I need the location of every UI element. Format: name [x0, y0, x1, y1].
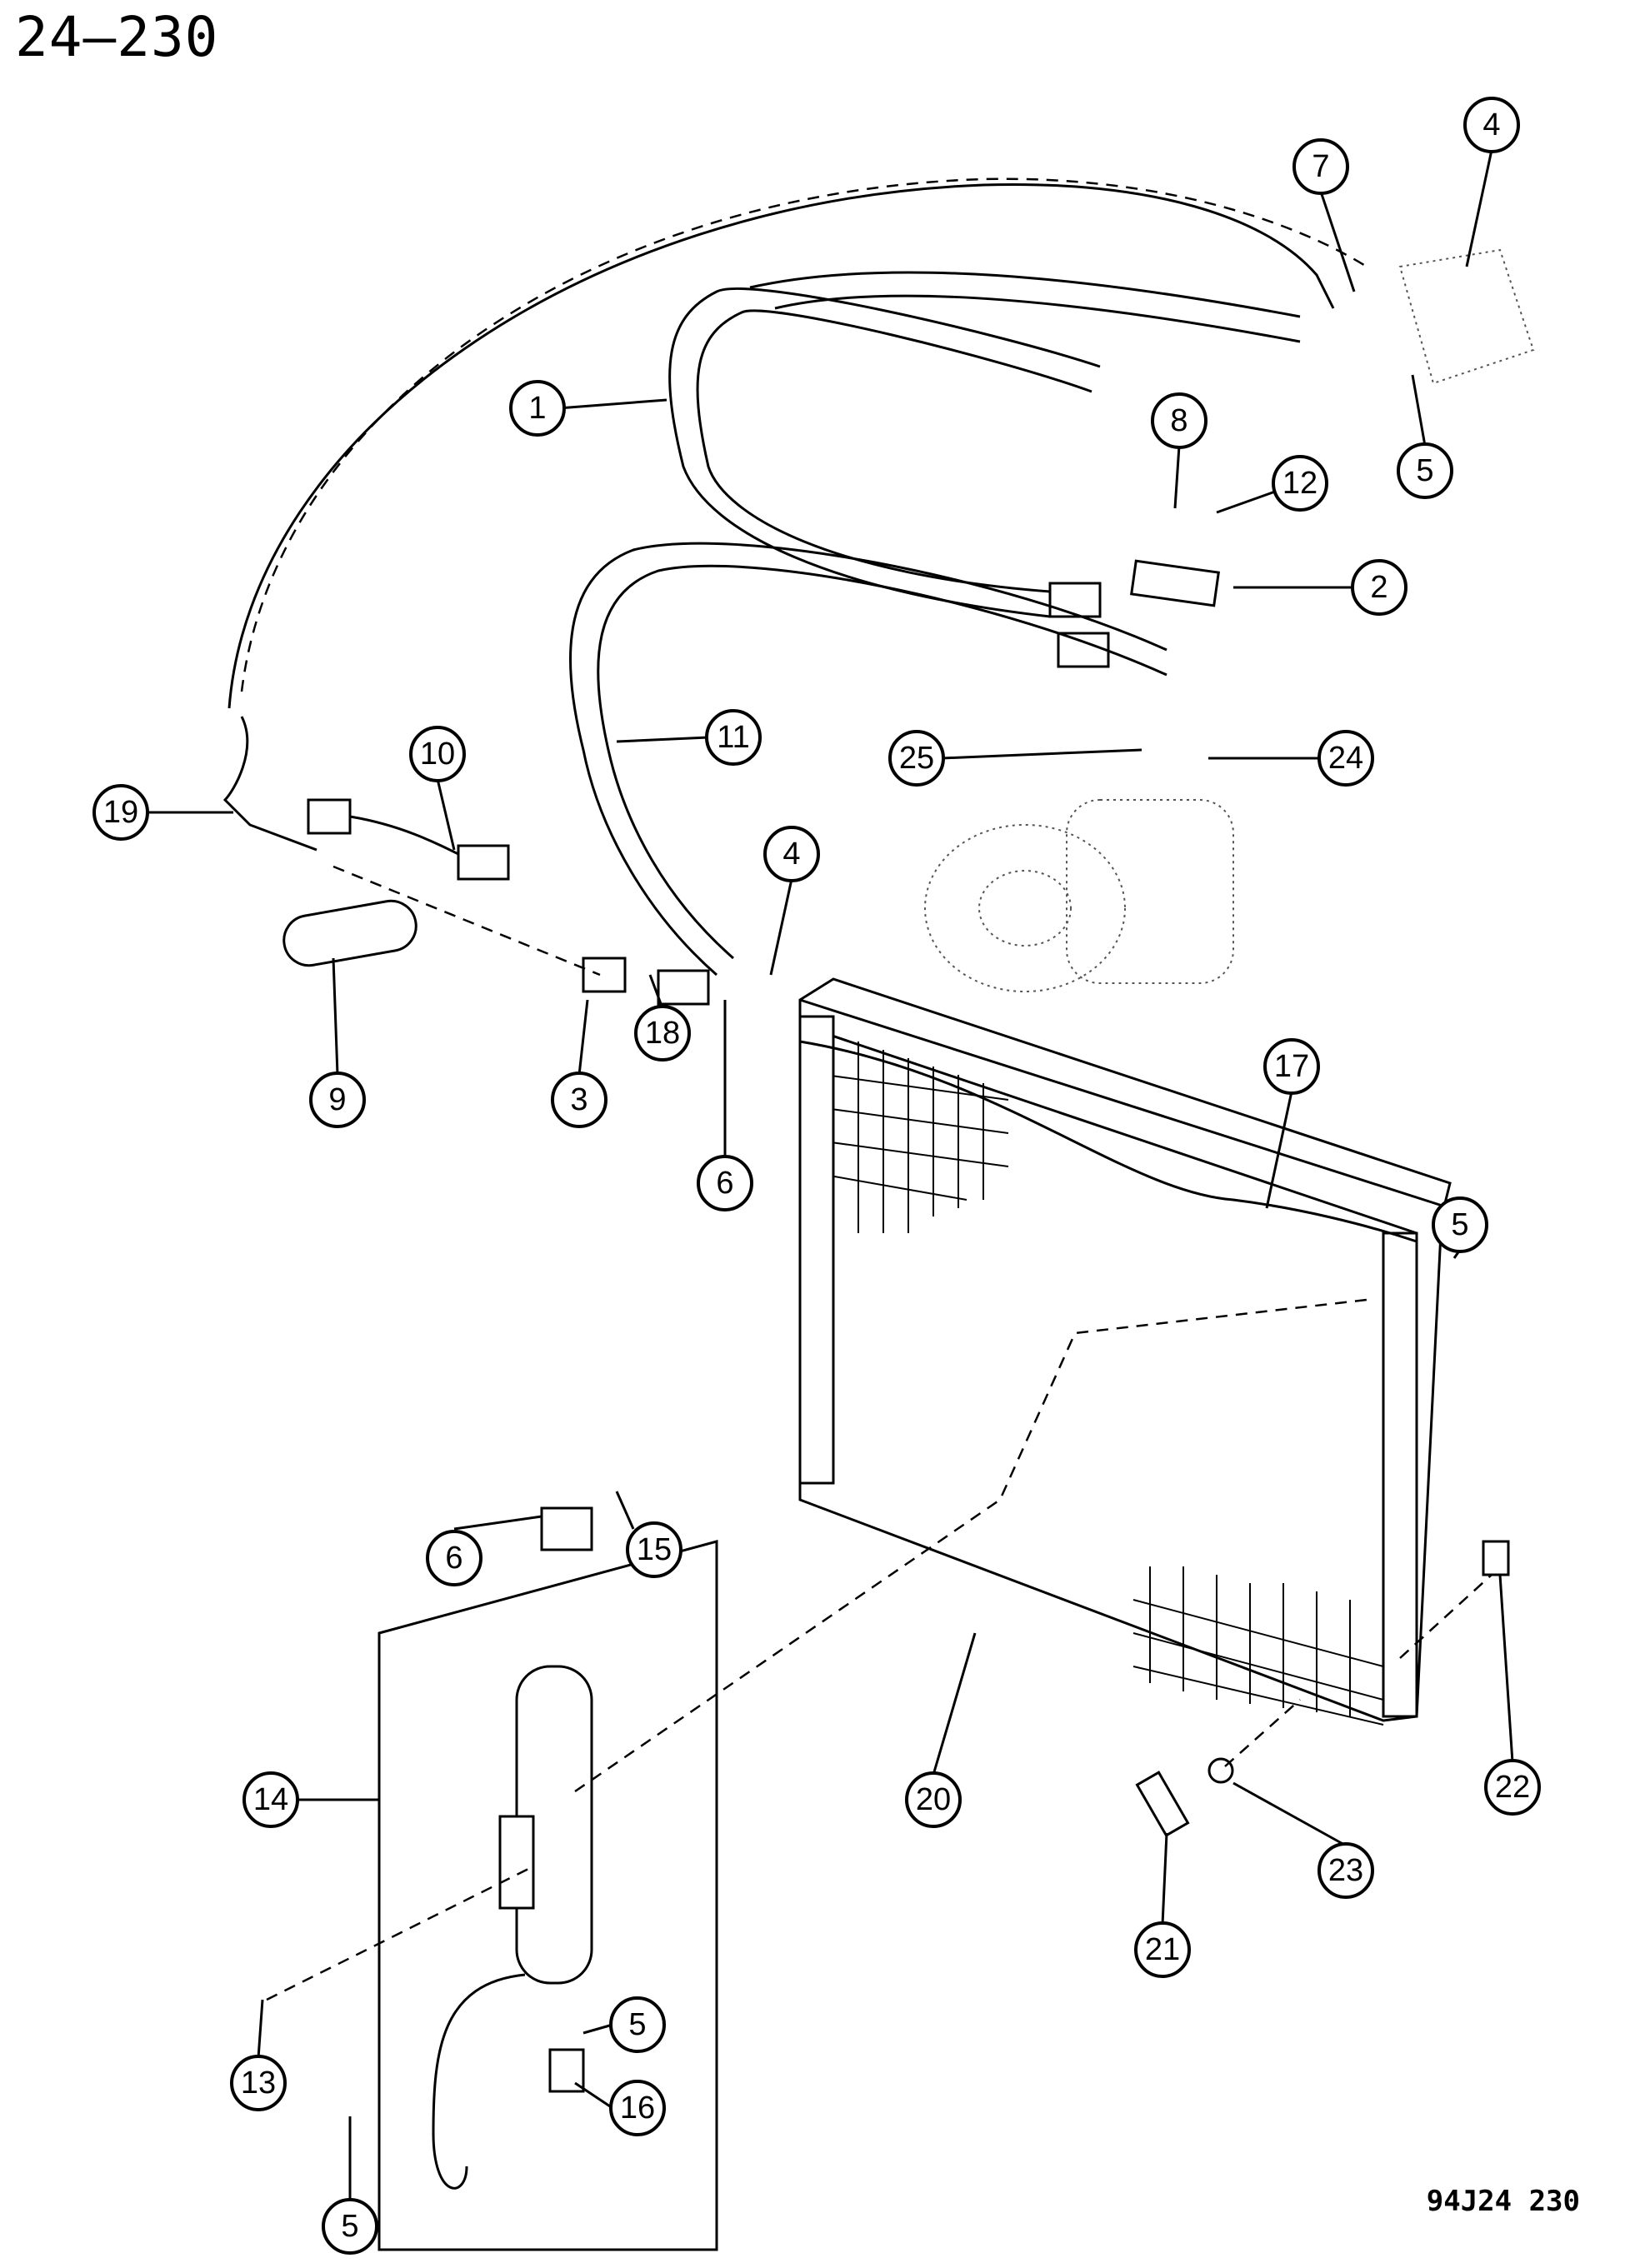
svg-text:14: 14 [253, 1782, 288, 1817]
svg-text:6: 6 [716, 1166, 733, 1201]
svg-text:15: 15 [637, 1532, 672, 1567]
callout-4a: 4 [763, 826, 820, 882]
page-title: 24–230 [15, 5, 219, 69]
svg-text:7: 7 [1312, 149, 1329, 184]
callout-10: 10 [409, 726, 466, 782]
callout-11: 11 [705, 709, 762, 766]
svg-text:5: 5 [1416, 453, 1433, 488]
svg-text:8: 8 [1170, 403, 1188, 438]
callout-15: 15 [626, 1521, 682, 1578]
svg-text:5: 5 [1451, 1207, 1468, 1242]
svg-text:4: 4 [1482, 107, 1500, 142]
svg-text:1: 1 [528, 391, 546, 426]
callout-19: 19 [92, 784, 149, 841]
callout-2: 2 [1351, 559, 1408, 616]
wiring-harness [307, 798, 510, 881]
callout-16: 16 [609, 2080, 666, 2136]
svg-text:22: 22 [1495, 1770, 1530, 1805]
svg-text:23: 23 [1328, 1853, 1363, 1888]
callout-6b: 6 [426, 1530, 482, 1586]
svg-text:21: 21 [1145, 1932, 1180, 1967]
svg-text:10: 10 [420, 737, 455, 772]
callout-9: 9 [309, 1072, 366, 1128]
callout-23: 23 [1318, 1842, 1374, 1899]
callout-21: 21 [1134, 1921, 1191, 1978]
svg-text:25: 25 [899, 741, 934, 776]
callout-18: 18 [634, 1005, 691, 1062]
hose-sleeve [282, 899, 418, 967]
callout-5a: 5 [1397, 442, 1453, 499]
svg-text:9: 9 [328, 1082, 346, 1117]
svg-text:2: 2 [1370, 570, 1388, 605]
svg-text:24: 24 [1328, 741, 1363, 776]
liquid-line-dashed-arc [240, 177, 1368, 692]
callout-24: 24 [1318, 730, 1374, 787]
svg-text:18: 18 [645, 1016, 680, 1051]
callout-6a: 6 [697, 1155, 753, 1211]
svg-text:20: 20 [916, 1782, 951, 1817]
callout-25: 25 [888, 730, 945, 787]
evaporator-outline [1398, 248, 1535, 385]
mounting-plate [1130, 559, 1220, 607]
callout-4b: 4 [1463, 97, 1520, 153]
receiver-line [222, 716, 318, 852]
svg-text:3: 3 [570, 1082, 588, 1117]
svg-text:12: 12 [1282, 466, 1318, 501]
svg-text:13: 13 [241, 2066, 276, 2101]
fitting-adapter [657, 969, 710, 1006]
compressor-outline [924, 799, 1234, 992]
callout-22: 22 [1484, 1759, 1541, 1816]
discharge-hose [568, 542, 1168, 977]
svg-text:5: 5 [341, 2209, 358, 2244]
callout-7: 7 [1292, 138, 1349, 195]
svg-text:17: 17 [1274, 1049, 1309, 1084]
callout-1: 1 [509, 380, 566, 437]
callout-14: 14 [242, 1771, 299, 1828]
svg-text:5: 5 [628, 2007, 646, 2042]
condenser [798, 977, 1452, 1726]
callout-3: 3 [551, 1072, 608, 1128]
callout-8: 8 [1151, 392, 1208, 449]
callout-13: 13 [230, 2055, 287, 2111]
svg-text:11: 11 [717, 720, 749, 755]
svg-text:4: 4 [782, 837, 800, 872]
liquid-line [228, 182, 1335, 709]
callout-5b: 5 [1432, 1196, 1488, 1253]
callout-5c: 5 [322, 2198, 378, 2255]
svg-text:19: 19 [103, 795, 138, 830]
svg-text:16: 16 [620, 2091, 655, 2126]
hose-assembly [668, 271, 1301, 668]
bolt-21 [1135, 1771, 1190, 1837]
clip-22 [1482, 1540, 1510, 1576]
callout-20: 20 [905, 1771, 962, 1828]
receiver-drier-panel [378, 1506, 718, 2251]
svg-text:6: 6 [445, 1541, 462, 1576]
pressure-switch [582, 957, 627, 993]
callout-5d: 5 [609, 1996, 666, 2053]
callout-17: 17 [1263, 1038, 1320, 1095]
callout-12: 12 [1272, 455, 1328, 512]
figure-code: 94J24 230 [1426, 2185, 1580, 2218]
